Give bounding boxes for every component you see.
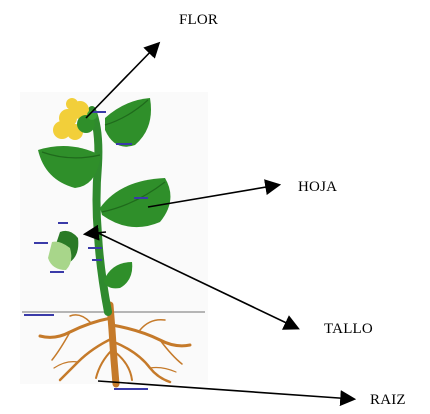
label-flor: FLOR — [179, 12, 218, 29]
label-hoja: HOJA — [298, 179, 337, 196]
label-raiz: RAIZ — [370, 392, 406, 409]
label-tallo: TALLO — [324, 321, 373, 338]
